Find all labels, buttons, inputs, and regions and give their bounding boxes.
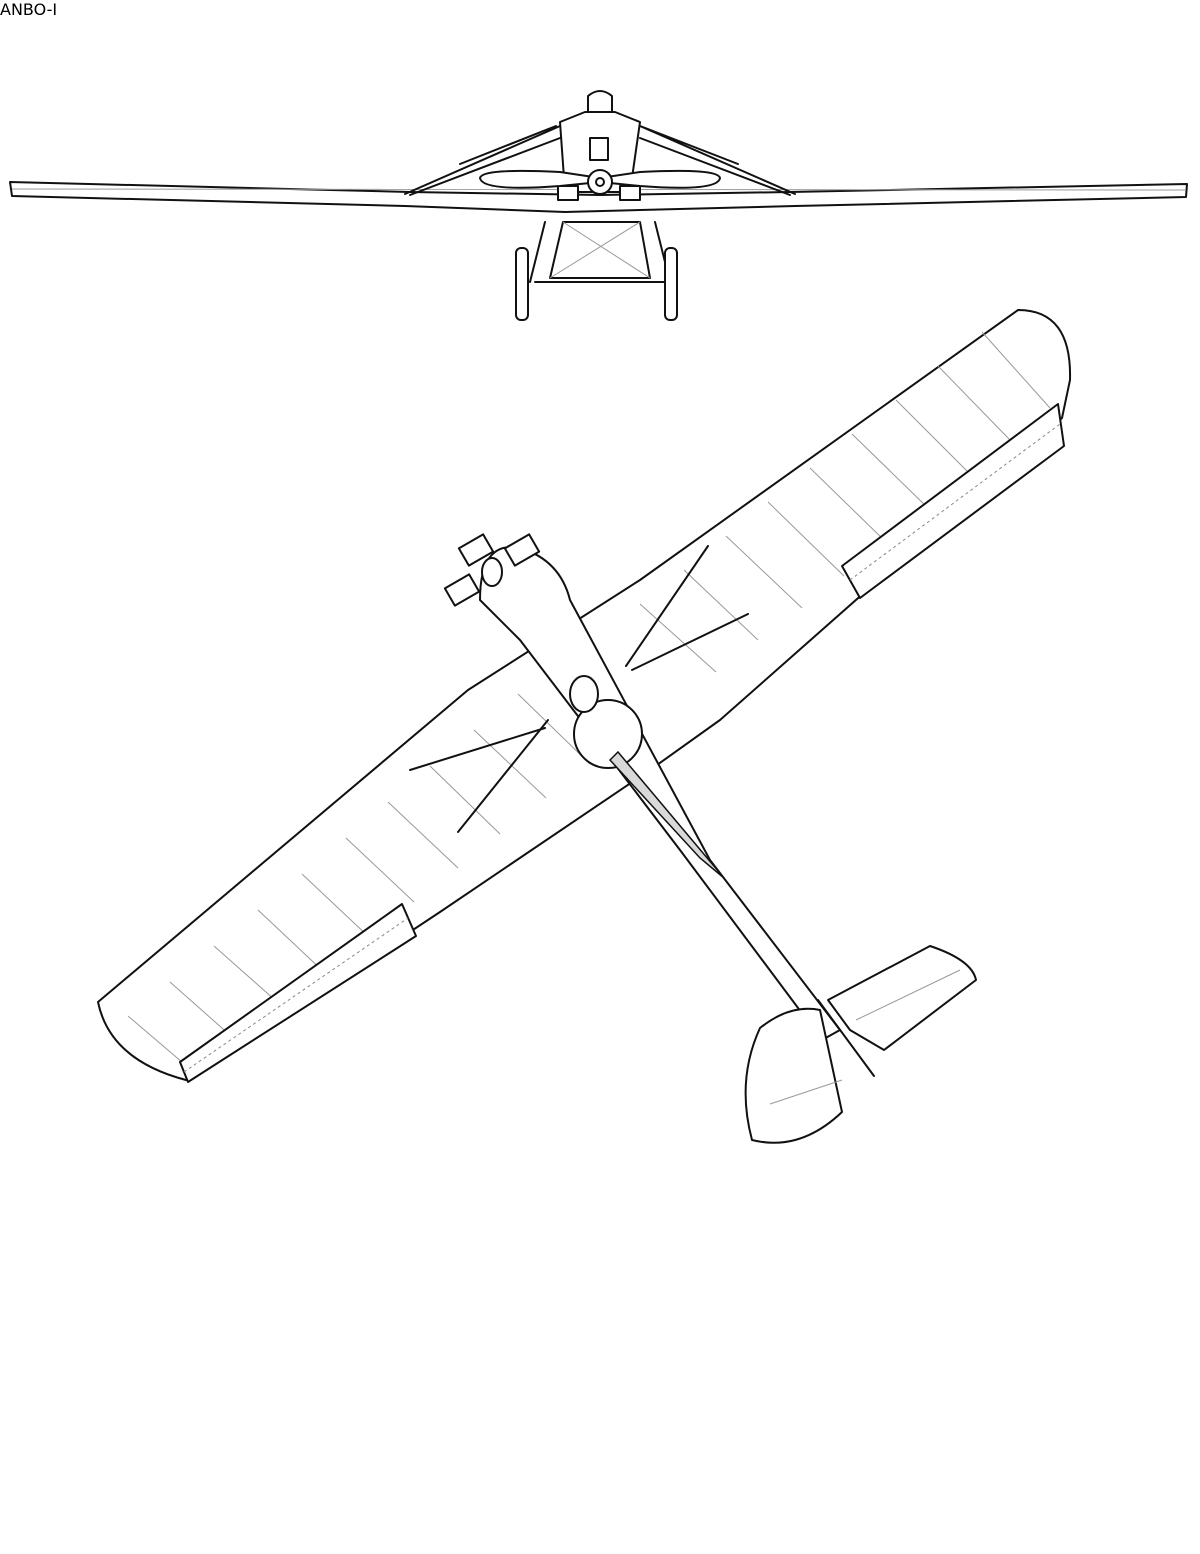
top-view bbox=[97, 309, 1072, 1144]
page-title: ANBO-I bbox=[0, 0, 58, 19]
wing-ribs bbox=[127, 331, 1051, 1075]
front-view bbox=[9, 90, 1188, 321]
